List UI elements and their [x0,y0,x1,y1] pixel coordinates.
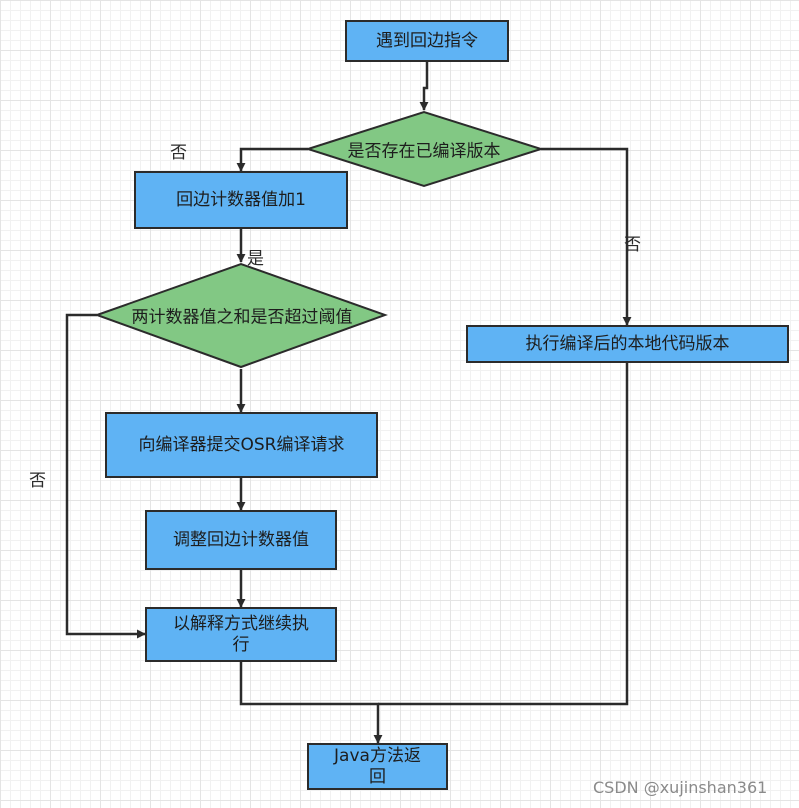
decision-has-compiled-shape [304,110,545,188]
increment-counter-label: 回边计数器值加1 [176,189,306,210]
increment-counter-node: 回边计数器值加1 [134,171,348,229]
run-compiled-label: 执行编译后的本地代码版本 [525,333,730,354]
adjust-counter-node: 调整回边计数器值 [145,510,337,570]
submit-osr-node: 向编译器提交OSR编译请求 [105,412,378,478]
start-node-label: 遇到回边指令 [376,30,478,51]
decision-has-compiled-label: 是否存在已编译版本 [347,141,501,162]
interpret-label: 以解释方式继续执 行 [173,613,309,655]
edge-label-no-right: 否 [624,235,641,255]
edge-start-to-decision [419,62,429,111]
watermark: CSDN @xujinshan361 [593,778,768,797]
start-node: 遇到回边指令 [345,20,509,62]
edge-no-to-run-compiled [541,147,632,326]
java-return-label: Java方法返 回 [334,745,421,787]
edge-threshold-no-loop [65,313,146,639]
edge-no-to-increment [236,147,308,172]
edge-label-no-loop: 否 [29,471,46,491]
edge-interpret-to-return [239,662,383,744]
decision-threshold-shape [94,262,388,369]
run-compiled-node: 执行编译后的本地代码版本 [466,325,789,363]
submit-osr-label: 向编译器提交OSR编译请求 [138,434,345,455]
decision-threshold-label: 两计数器值之和是否超过阈值 [131,307,353,328]
interpret-node: 以解释方式继续执 行 [145,607,337,662]
edge-label-yes: 是 [247,249,264,269]
adjust-counter-label: 调整回边计数器值 [173,529,309,550]
java-return-node: Java方法返 回 [307,743,448,790]
edge-label-no-left: 否 [170,143,187,163]
edge-run-compiled-to-return [378,362,629,706]
